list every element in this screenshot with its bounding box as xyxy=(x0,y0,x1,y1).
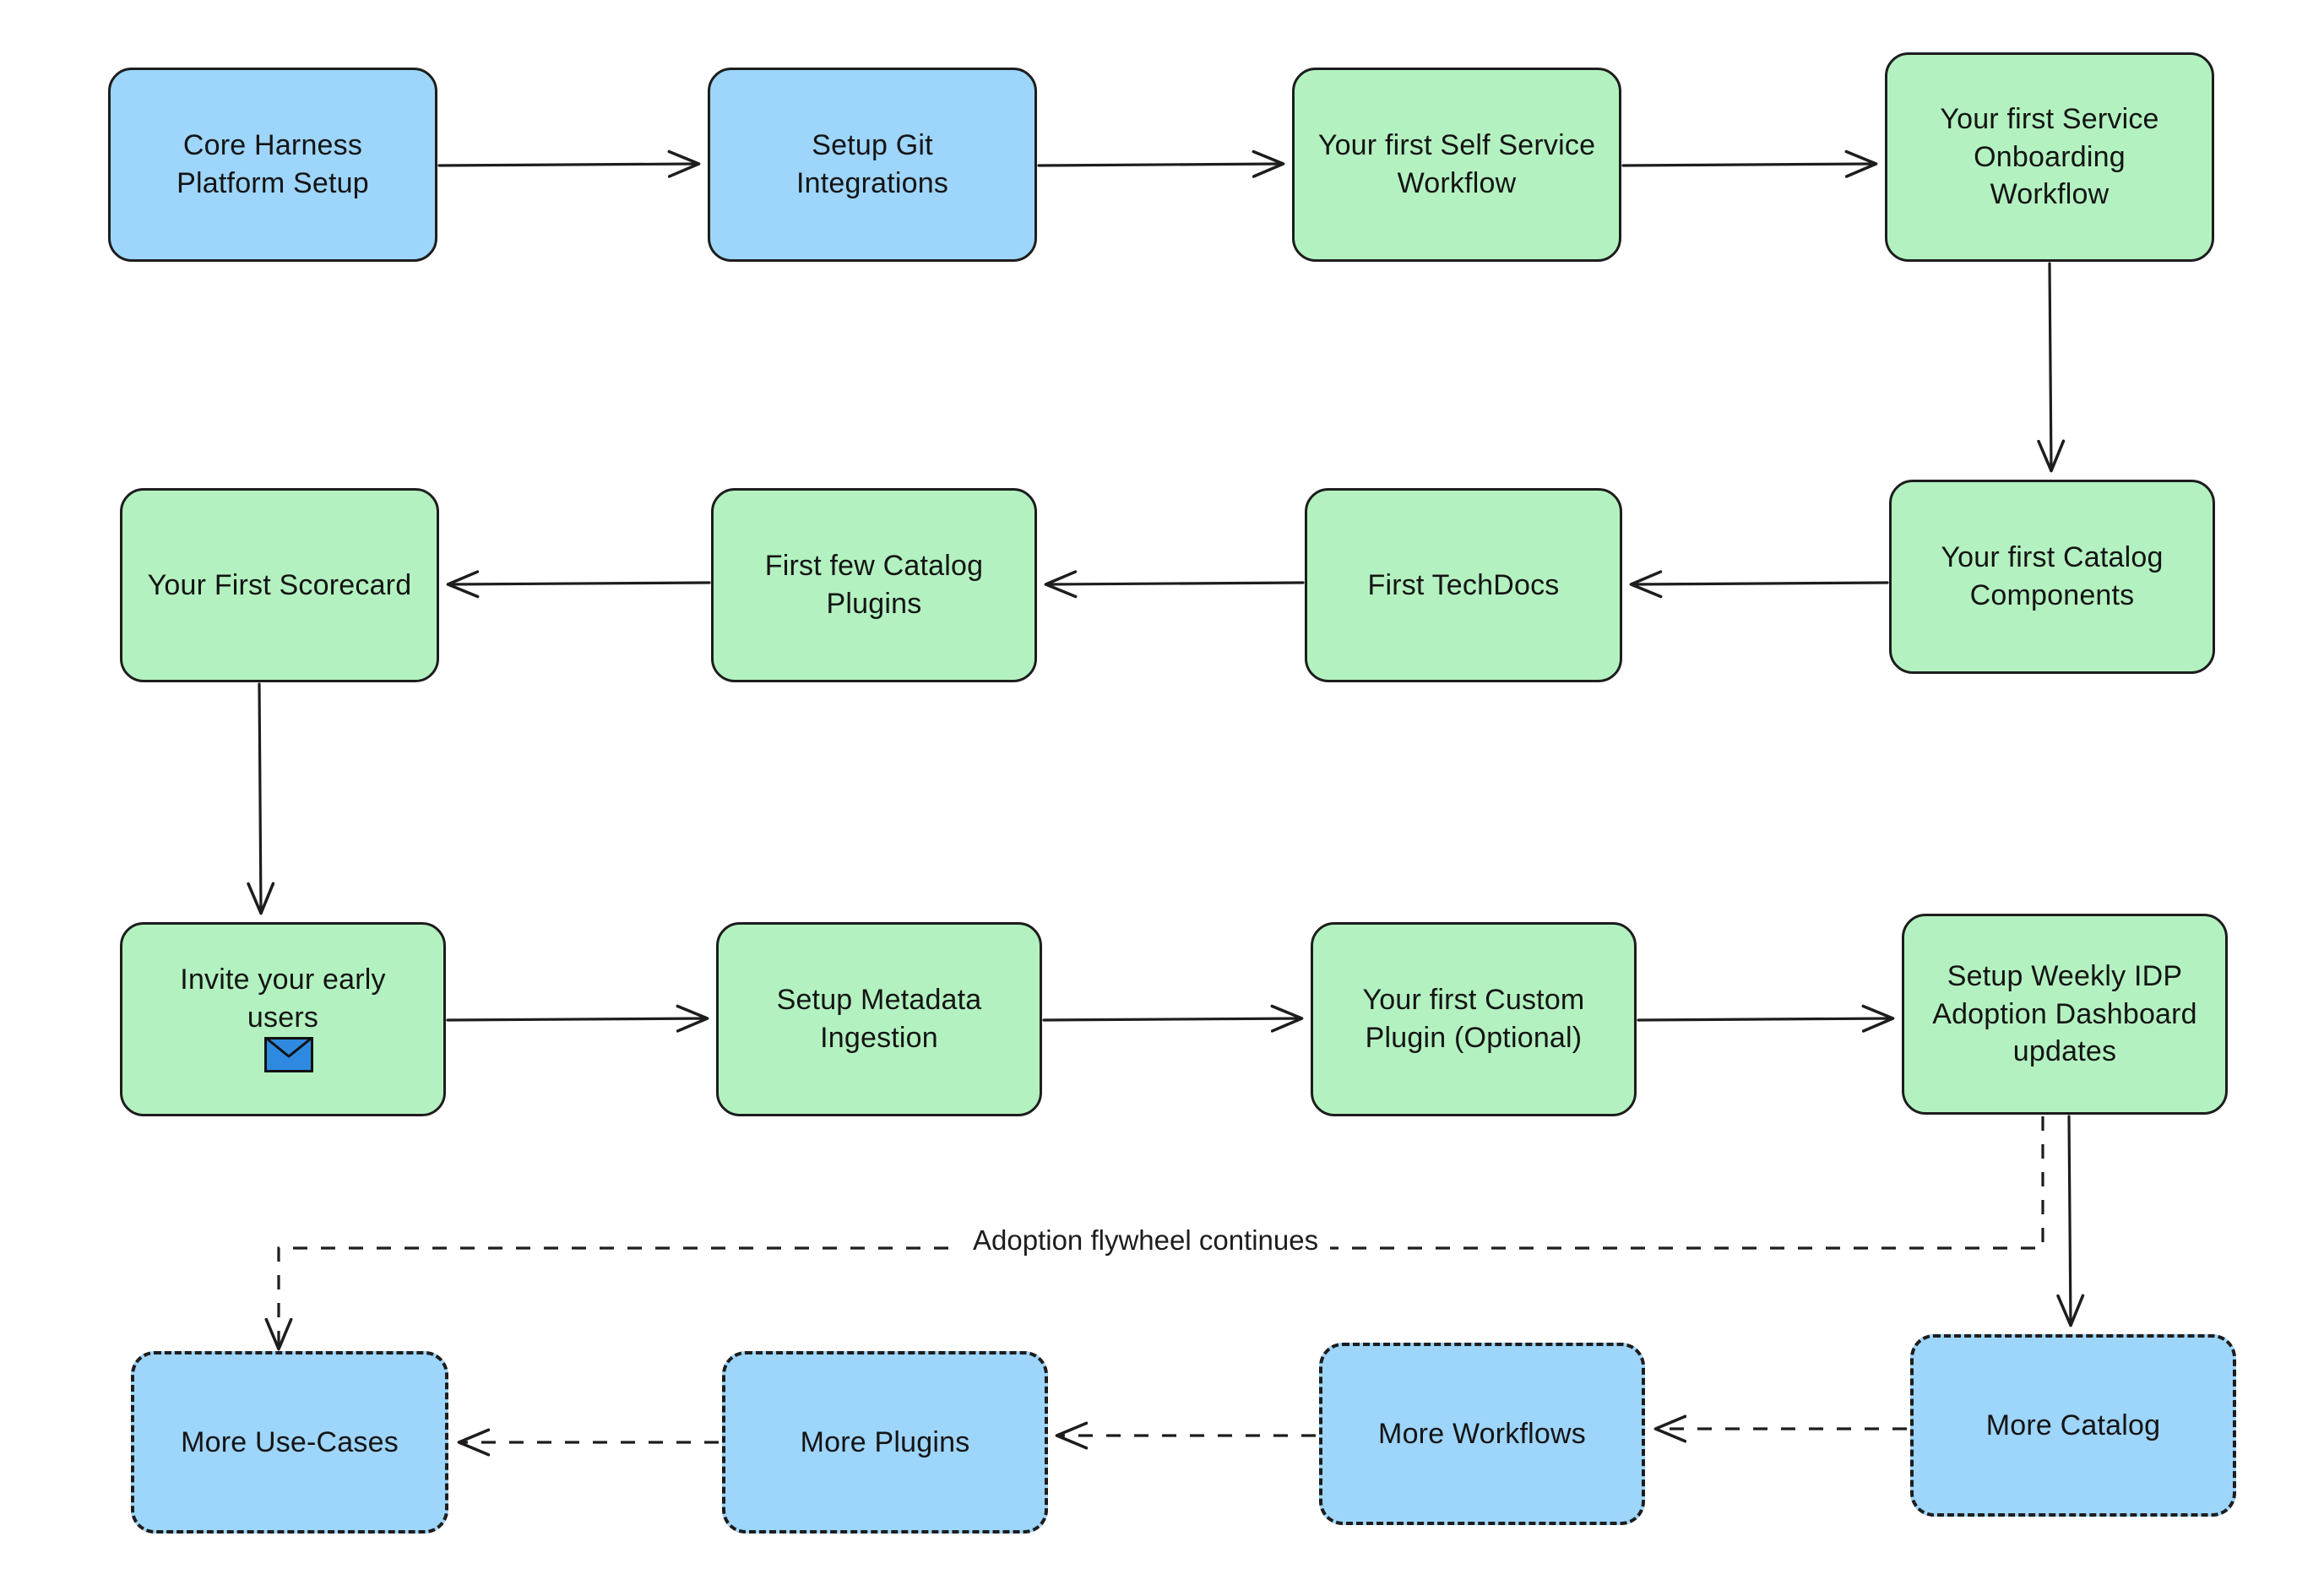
envelope-icon xyxy=(264,1036,313,1072)
node-your-first-scorecard[interactable]: Your First Scorecard xyxy=(120,488,439,682)
node-label: Setup Metadata Ingestion xyxy=(776,984,982,1054)
node-your-first-custom-plugin[interactable]: Your first Custom Plugin (Optional) xyxy=(1311,922,1637,1116)
node-more-plugins[interactable]: More Plugins xyxy=(722,1351,1048,1534)
edge-techdocs-to-catalogplugins xyxy=(1047,583,1305,584)
node-label: Your first Self Service Workflow xyxy=(1317,129,1596,199)
edge-catalogcomponents-to-techdocs xyxy=(1632,583,1889,584)
node-more-use-cases[interactable]: More Use-Cases xyxy=(131,1351,448,1534)
edge-label-adoption-flywheel-continues: Adoption flywheel continues xyxy=(961,1224,1331,1257)
node-label: Your first Service Onboarding Workflow xyxy=(1940,102,2159,211)
edge-git-to-selfservice xyxy=(1037,164,1282,166)
node-your-first-catalog-components[interactable]: Your first Catalog Components xyxy=(1889,480,2215,674)
edge-onboarding-to-catalog-components xyxy=(2050,262,2051,470)
node-more-workflows[interactable]: More Workflows xyxy=(1319,1343,1645,1525)
node-core-harness-platform-setup[interactable]: Core Harness Platform Setup xyxy=(108,68,437,262)
node-setup-metadata-ingestion[interactable]: Setup Metadata Ingestion xyxy=(716,922,1042,1116)
node-label: Your first Custom Plugin (Optional) xyxy=(1362,984,1585,1054)
node-your-first-self-service-workflow[interactable]: Your first Self Service Workflow xyxy=(1292,68,1621,262)
node-label: Setup Git Integrations xyxy=(795,129,949,199)
node-setup-weekly-idp-adoption-dashboard-updates[interactable]: Setup Weekly IDP Adoption Dashboard upda… xyxy=(1902,914,2228,1115)
edge-metadata-to-customplugin xyxy=(1042,1018,1300,1020)
node-label: Your first Catalog Components xyxy=(1941,541,2164,611)
node-more-catalog[interactable]: More Catalog xyxy=(1910,1334,2236,1517)
edge-label-text: Adoption flywheel continues xyxy=(973,1224,1319,1256)
edge-scorecard-to-invite xyxy=(259,682,261,912)
node-first-techdocs[interactable]: First TechDocs xyxy=(1305,488,1622,682)
edge-customplugin-to-dashboard xyxy=(1637,1018,1892,1020)
node-setup-git-integrations[interactable]: Setup Git Integrations xyxy=(708,68,1037,262)
edge-catalogplugins-to-scorecard xyxy=(449,583,711,584)
node-label: Setup Weekly IDP Adoption Dashboard upda… xyxy=(1932,959,2197,1068)
edge-core-to-git xyxy=(437,164,698,166)
node-label: First TechDocs xyxy=(1367,568,1560,601)
node-label: Invite your early users xyxy=(180,964,386,1034)
edge-selfservice-to-onboarding xyxy=(1621,164,1875,166)
node-label: More Use-Cases xyxy=(181,1425,399,1458)
node-label: More Catalog xyxy=(1985,1409,2161,1441)
edge-invite-to-metadata xyxy=(446,1018,706,1020)
node-label: More Workflows xyxy=(1378,1417,1586,1450)
node-your-first-service-onboarding-workflow[interactable]: Your first Service Onboarding Workflow xyxy=(1885,52,2214,262)
node-label: Your First Scorecard xyxy=(147,568,412,601)
node-label: First few Catalog Plugins xyxy=(764,550,984,620)
node-invite-your-early-users[interactable]: Invite your early users xyxy=(120,922,446,1116)
node-first-few-catalog-plugins[interactable]: First few Catalog Plugins xyxy=(711,488,1037,682)
edge-dashboard-to-morecatalog xyxy=(2069,1115,2071,1324)
node-label: More Plugins xyxy=(800,1425,970,1458)
node-label: Core Harness Platform Setup xyxy=(176,129,369,199)
